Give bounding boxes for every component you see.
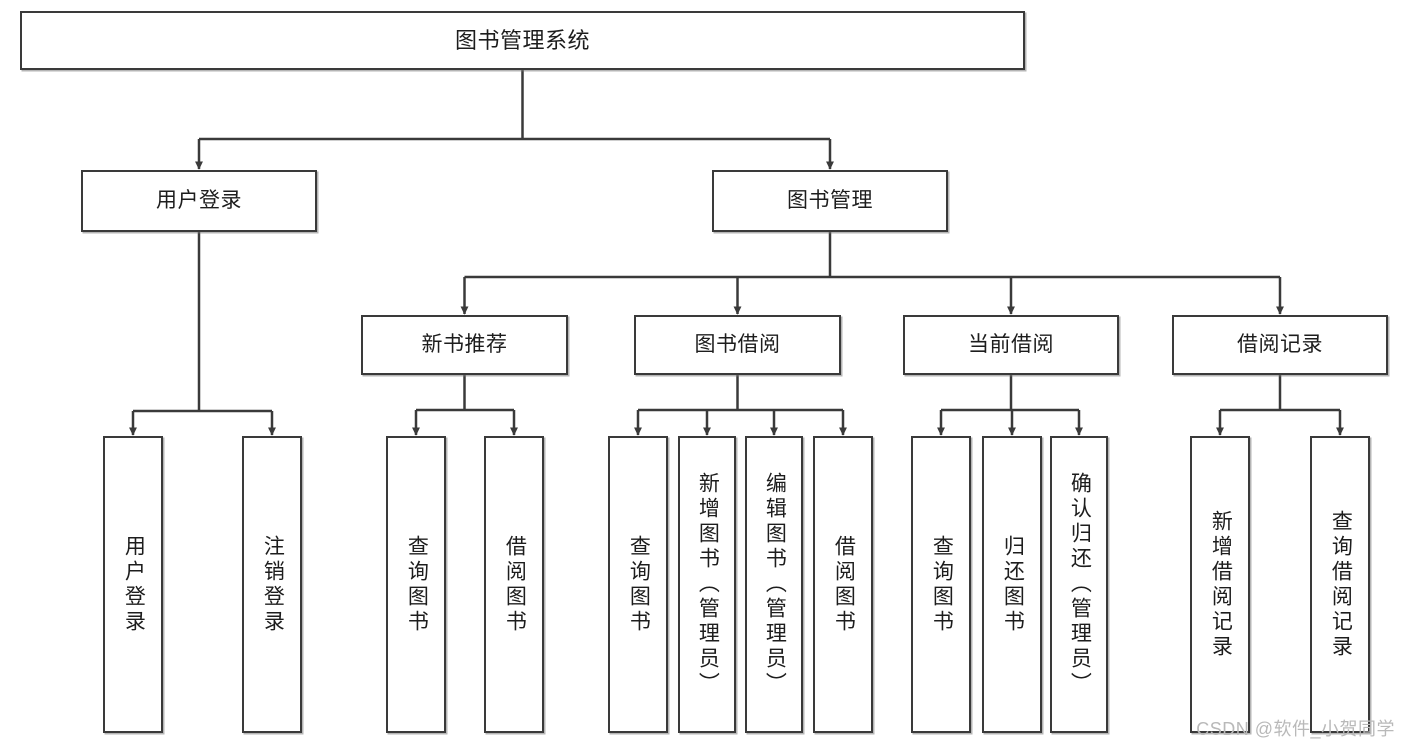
node-label: 图书管理系统 — [454, 27, 590, 53]
node-l3_0[interactable]: 新书推荐 — [361, 315, 568, 375]
node-label: 借阅图书 — [503, 534, 527, 635]
node-l3_3[interactable]: 借阅记录 — [1172, 315, 1388, 375]
node-leaf_11[interactable]: 新增借阅记录 — [1190, 436, 1250, 733]
csdn-watermark: CSDN @软件_小贺同学 — [1196, 719, 1395, 739]
node-label: 归还图书 — [1001, 534, 1025, 635]
node-label: 编辑图书（管理员） — [763, 472, 787, 697]
node-label: 用户登录 — [156, 188, 242, 212]
node-leaf_6[interactable]: 编辑图书（管理员） — [745, 436, 803, 733]
node-label: 查询图书 — [627, 534, 651, 635]
node-leaf_7[interactable]: 借阅图书 — [813, 436, 873, 733]
node-l2_0[interactable]: 用户登录 — [81, 170, 317, 232]
node-label: 当前借阅 — [968, 332, 1054, 356]
node-label: 查询图书 — [405, 534, 429, 635]
node-leaf_2[interactable]: 查询图书 — [386, 436, 446, 733]
node-leaf_0[interactable]: 用户登录 — [103, 436, 163, 733]
node-leaf_4[interactable]: 查询图书 — [608, 436, 668, 733]
node-leaf_10[interactable]: 确认归还（管理员） — [1050, 436, 1108, 733]
node-label: 新增借阅记录 — [1209, 509, 1233, 660]
node-root[interactable]: 图书管理系统 — [20, 11, 1025, 70]
node-l3_1[interactable]: 图书借阅 — [634, 315, 841, 375]
node-label: 新增图书（管理员） — [696, 472, 720, 697]
node-leaf_9[interactable]: 归还图书 — [982, 436, 1042, 733]
node-label: 借阅记录 — [1237, 332, 1323, 356]
node-label: 图书管理 — [787, 188, 873, 212]
node-label: 查询图书 — [930, 534, 954, 635]
node-leaf_3[interactable]: 借阅图书 — [484, 436, 544, 733]
node-leaf_1[interactable]: 注销登录 — [242, 436, 302, 733]
node-l3_2[interactable]: 当前借阅 — [903, 315, 1119, 375]
node-label: 借阅图书 — [832, 534, 856, 635]
node-leaf_5[interactable]: 新增图书（管理员） — [678, 436, 736, 733]
node-leaf_8[interactable]: 查询图书 — [911, 436, 971, 733]
node-l2_1[interactable]: 图书管理 — [712, 170, 948, 232]
node-label: 新书推荐 — [421, 332, 508, 356]
node-label: 用户登录 — [122, 534, 146, 635]
node-label: 查询借阅记录 — [1329, 509, 1353, 660]
node-label: 确认归还（管理员） — [1068, 472, 1092, 697]
node-label: 注销登录 — [261, 534, 285, 635]
node-label: 图书借阅 — [694, 332, 781, 356]
node-leaf_12[interactable]: 查询借阅记录 — [1310, 436, 1370, 733]
